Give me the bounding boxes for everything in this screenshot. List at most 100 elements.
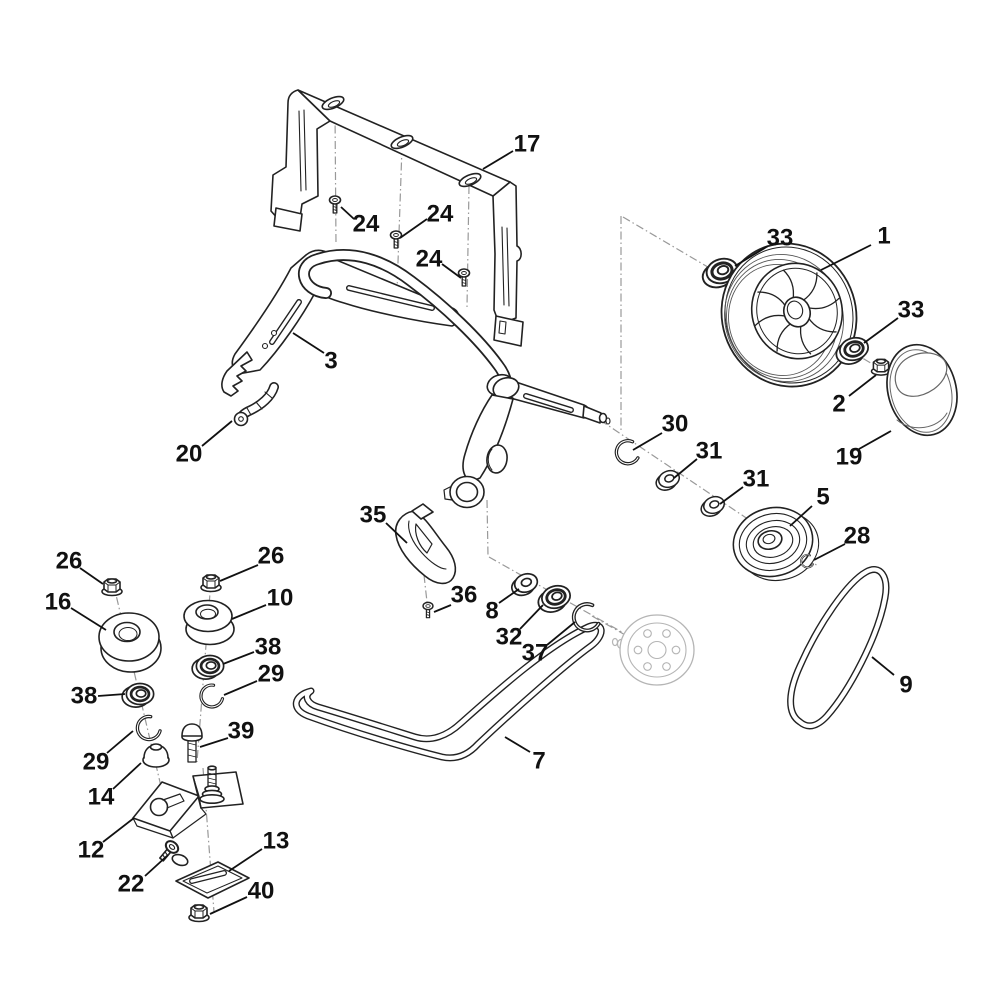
- leader-lines: [70, 150, 899, 915]
- part-label-22[interactable]: 22: [118, 871, 145, 898]
- leader-line-33a: [734, 245, 769, 267]
- screw-24: [328, 195, 342, 214]
- part-label-24b[interactable]: 24: [427, 201, 454, 228]
- pulley-5: [732, 506, 820, 581]
- part-label-29a[interactable]: 29: [83, 749, 110, 776]
- leader-line-19: [858, 430, 892, 450]
- leader-line-16: [70, 607, 107, 631]
- axle-stub: [582, 405, 602, 424]
- leader-line-35: [385, 522, 408, 544]
- cable-guide-bracket: [233, 382, 279, 427]
- upper-frame-bracket: [270, 89, 524, 347]
- part-label-19[interactable]: 19: [836, 444, 863, 471]
- part-label-24c[interactable]: 24: [416, 246, 443, 273]
- axis-line: [334, 109, 337, 246]
- part-label-24a[interactable]: 24: [353, 211, 380, 238]
- axis-line: [466, 185, 470, 308]
- part-label-38b[interactable]: 38: [255, 634, 282, 661]
- leader-line-26b: [219, 564, 259, 582]
- part-label-12[interactable]: 12: [78, 837, 105, 864]
- leader-line-24b: [399, 218, 428, 239]
- part-label-14[interactable]: 14: [88, 784, 115, 811]
- reference-pulley: [611, 614, 695, 686]
- part-label-17[interactable]: 17: [514, 131, 541, 158]
- part-label-40[interactable]: 40: [248, 878, 275, 905]
- slotted-plate-13: [175, 861, 250, 899]
- snap-ring-30: [612, 437, 641, 469]
- bearing-32: [533, 581, 575, 617]
- washer-31: [697, 493, 728, 520]
- wheel: [720, 242, 858, 388]
- part-label-26b[interactable]: 26: [258, 543, 285, 570]
- leader-line-32: [519, 604, 544, 630]
- leader-line-12: [102, 817, 135, 843]
- roller-16: [98, 612, 162, 673]
- washer-8: [507, 570, 542, 600]
- part-label-37[interactable]: 37: [522, 640, 549, 667]
- part-label-33a[interactable]: 33: [767, 225, 794, 252]
- part-label-10[interactable]: 10: [267, 585, 294, 612]
- handle-foot: [221, 351, 253, 397]
- part-label-7[interactable]: 7: [532, 748, 545, 775]
- carriage-stud: [199, 765, 225, 804]
- leader-line-38b: [222, 651, 255, 665]
- leader-line-22: [144, 854, 169, 877]
- flange-nut-26: [200, 574, 222, 593]
- frame-mount-hole: [321, 95, 345, 111]
- leader-line-37: [546, 621, 576, 646]
- leader-line-29b: [223, 680, 258, 696]
- part-label-16[interactable]: 16: [45, 589, 72, 616]
- roller-10: [183, 599, 235, 646]
- part-label-1[interactable]: 1: [877, 223, 890, 250]
- leader-line-3: [292, 332, 325, 354]
- frame-mount-hole: [458, 172, 482, 188]
- part-label-38a[interactable]: 38: [71, 683, 98, 710]
- part-label-32[interactable]: 32: [496, 624, 523, 651]
- leader-line-39: [199, 737, 229, 748]
- part-label-2[interactable]: 2: [832, 391, 845, 418]
- part-label-35[interactable]: 35: [360, 502, 387, 529]
- part-label-3[interactable]: 3: [324, 348, 337, 375]
- part-label-26a[interactable]: 26: [56, 548, 83, 575]
- hub-cap-19: [886, 343, 958, 437]
- frame-mount-hole: [390, 134, 414, 150]
- bearing-38: [190, 654, 226, 681]
- part-label-13[interactable]: 13: [263, 828, 290, 855]
- part-label-31a[interactable]: 31: [696, 438, 723, 465]
- leader-line-29a: [106, 730, 134, 754]
- screw-24: [389, 230, 403, 249]
- part-label-20[interactable]: 20: [176, 441, 203, 468]
- part-label-9[interactable]: 9: [899, 672, 912, 699]
- axis-line: [486, 499, 489, 557]
- part-label-36[interactable]: 36: [451, 582, 478, 609]
- leader-line-36: [433, 604, 452, 613]
- drive-belt-9: [787, 566, 890, 730]
- leader-line-9: [871, 656, 895, 676]
- leader-line-2: [848, 374, 877, 397]
- part-label-30[interactable]: 30: [662, 411, 689, 438]
- leader-line-40: [209, 896, 248, 915]
- lower-handle-frame: [221, 249, 611, 509]
- part-label-5[interactable]: 5: [816, 484, 829, 511]
- leader-line-5: [789, 505, 813, 527]
- axis-line: [423, 574, 428, 603]
- leader-line-38a: [97, 693, 126, 697]
- leader-line-31a: [673, 458, 698, 479]
- part-label-8[interactable]: 8: [485, 598, 498, 625]
- leader-line-26a: [79, 567, 104, 585]
- leader-line-17: [482, 150, 514, 170]
- part-label-33b[interactable]: 33: [898, 297, 925, 324]
- leader-line-31b: [719, 486, 744, 505]
- mount-bracket-12: [132, 765, 244, 839]
- leader-line-7: [504, 736, 531, 753]
- leader-line-24c: [441, 263, 462, 279]
- part-label-31b[interactable]: 31: [743, 466, 770, 493]
- leader-line-13: [228, 848, 263, 872]
- flange-nut-40: [188, 904, 210, 923]
- part-label-39[interactable]: 39: [228, 718, 255, 745]
- screw-36: [422, 601, 434, 619]
- part-label-28[interactable]: 28: [844, 523, 871, 550]
- part-label-29b[interactable]: 29: [258, 661, 285, 688]
